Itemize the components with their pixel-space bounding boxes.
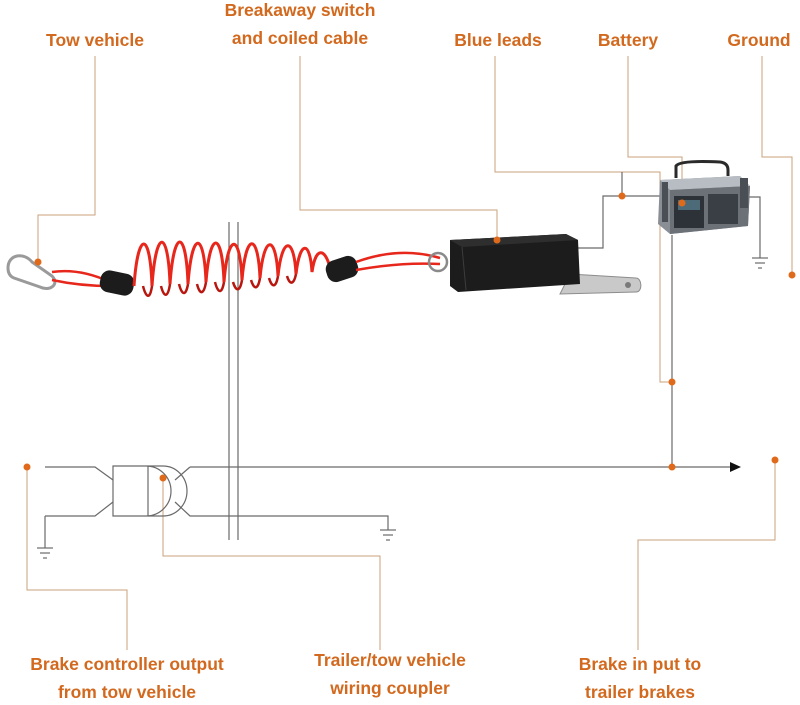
ground-symbol-battery	[752, 257, 768, 269]
label-brake-input: Brake in put to trailer brakes	[555, 650, 725, 705]
input-wire-bottom	[45, 501, 114, 517]
battery-vent	[708, 194, 738, 224]
input-wire-top	[45, 466, 114, 481]
mounting-bracket	[559, 273, 642, 295]
label-coupler-line1: Trailer/tow vehicle	[314, 650, 466, 670]
dot-coupler	[159, 474, 167, 482]
label-tow-vehicle-text: Tow vehicle	[46, 30, 144, 50]
dot-brake-line	[668, 463, 676, 471]
switch-housing	[450, 234, 580, 292]
label-brake-input-line2: trailer brakes	[585, 682, 695, 702]
leader-breakaway-switch	[299, 56, 498, 240]
label-brake-input-line1: Brake in put to	[578, 654, 702, 674]
ground-symbol-coupler	[380, 529, 396, 541]
leader-coupler	[162, 478, 381, 650]
label-battery: Battery	[580, 26, 676, 54]
label-breakaway-line1: Breakaway switch	[224, 0, 376, 20]
output-wire-bottom	[174, 501, 389, 530]
label-breakaway-line2: and coiled cable	[231, 28, 369, 48]
dot-brake-controller	[23, 463, 31, 471]
label-brake-controller: Brake controller output from tow vehicle	[4, 650, 250, 705]
dot-blue-leads	[618, 192, 626, 200]
label-brake-controller-line2: from tow vehicle	[57, 682, 197, 702]
label-blue-leads: Blue leads	[438, 26, 558, 54]
leader-lines	[26, 56, 793, 650]
label-coupler-line2: wiring coupler	[330, 678, 450, 698]
ground-symbol-left	[37, 547, 53, 559]
carabiner-icon	[6, 254, 57, 291]
leader-tow-vehicle	[37, 56, 96, 262]
leader-ground	[761, 56, 793, 275]
label-brake-controller-line1: Brake controller output	[30, 654, 224, 674]
label-coupler: Trailer/tow vehicle wiring coupler	[290, 646, 490, 702]
wiring	[44, 172, 761, 548]
leader-brake-controller	[26, 467, 128, 650]
leader-brake-input	[637, 460, 776, 650]
label-blue-leads-text: Blue leads	[454, 30, 542, 50]
coupler-right-half	[147, 465, 188, 517]
cable-sleeve-right	[325, 255, 359, 283]
cable-ring-icon	[427, 251, 449, 273]
dot-brake-input	[771, 456, 779, 464]
label-battery-text: Battery	[597, 30, 659, 50]
callout-dots	[23, 192, 796, 482]
dot-tow-vehicle	[34, 258, 42, 266]
dot-switch	[493, 236, 501, 244]
label-breakaway-switch: Breakaway switch and coiled cable	[210, 0, 390, 52]
breakaway-switch-box	[450, 234, 642, 295]
battery-handle	[674, 160, 730, 178]
leader-blue-leads	[494, 56, 672, 383]
blue-lead-to-battery	[578, 195, 666, 249]
label-tow-vehicle: Tow vehicle	[30, 26, 160, 54]
label-ground-text: Ground	[727, 30, 791, 50]
brake-line-arrow	[730, 462, 741, 472]
coiled-cable	[6, 240, 449, 297]
label-ground: Ground	[718, 26, 800, 54]
dot-battery	[678, 199, 686, 207]
dot-blue-leads-line	[668, 378, 676, 386]
ground-symbols	[37, 257, 768, 559]
dot-ground	[788, 271, 796, 279]
output-wire-top	[174, 466, 191, 481]
coil-back	[141, 273, 298, 297]
coupler-left-half	[112, 465, 172, 517]
cable-sleeve-left	[99, 270, 135, 296]
battery-unit	[658, 160, 750, 234]
coil-front	[132, 240, 332, 287]
